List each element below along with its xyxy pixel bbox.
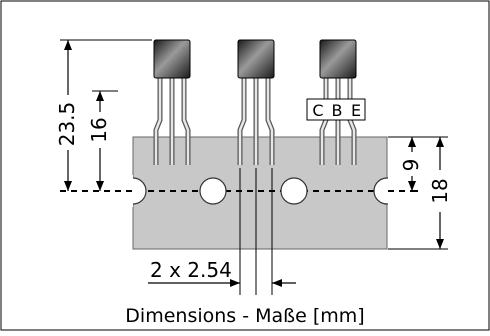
pin-label-box (306, 98, 366, 121)
sprocket-hole (199, 177, 227, 205)
dimension-hole-offset (388, 136, 420, 191)
label-tape-width: 18 (428, 178, 452, 203)
dimension-pitch (148, 168, 296, 295)
edge-mask (110, 175, 133, 207)
carrier-tape (132, 136, 388, 250)
dimension-tape-width (388, 136, 448, 250)
dimension-total-height (60, 39, 152, 191)
transistor-2 (237, 39, 275, 165)
label-total-height: 23.5 (55, 102, 79, 147)
dimension-lead-to-tape (92, 90, 118, 191)
sprocket-hole (280, 177, 308, 205)
transistor-1 (153, 39, 191, 165)
label-lead-to-tape: 16 (87, 117, 111, 142)
label-hole-offset: 9 (399, 159, 423, 172)
pin-label-e: E (351, 101, 361, 120)
pin-label-c: C (312, 101, 323, 120)
caption: Dimensions - Maße [mm] (125, 305, 364, 327)
pin-label-b: B (332, 101, 343, 120)
label-pitch: 2 x 2.54 (150, 258, 232, 282)
